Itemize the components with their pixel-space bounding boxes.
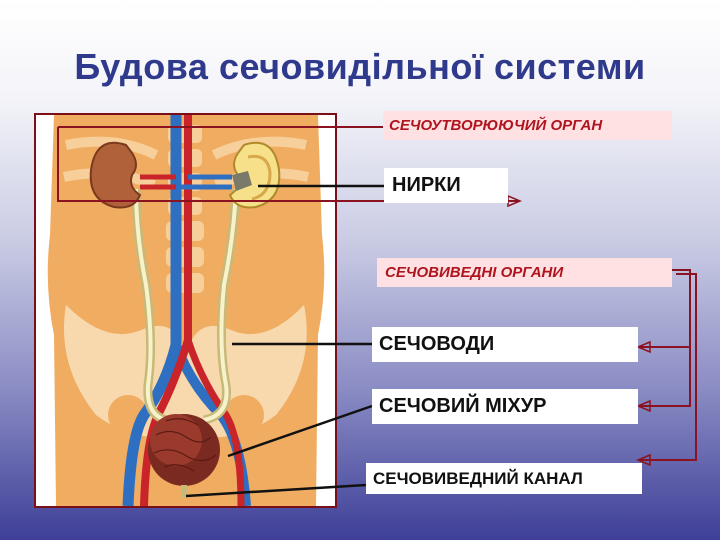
label-kidneys: НИРКИ [384, 168, 508, 203]
label-ureters: СЕЧОВОДИ [372, 327, 638, 362]
arrow-urethra [636, 453, 651, 467]
arrow-bladder [636, 399, 651, 413]
label-bladder: СЕЧОВИЙ МІХУР [372, 389, 638, 424]
urinary-system-illustration [34, 113, 337, 508]
arrow-kidneys [507, 194, 522, 208]
anatomy-drawing [36, 115, 335, 506]
category-excretory-organs: СЕЧОВИВЕДНІ ОРГАНИ [377, 258, 672, 287]
right-kidney [228, 141, 281, 209]
label-urethra: СЕЧОВИВЕДНИЙ КАНАЛ [366, 463, 642, 494]
category-forming-organ: СЕЧОУТВОРЮЮЧИЙ ОРГАН [383, 111, 672, 140]
arrow-ureters [636, 340, 651, 354]
left-kidney [89, 141, 142, 209]
slide-title: Будова сечовидільної системи [74, 46, 646, 87]
excretory-bracket [640, 269, 697, 461]
bladder-pointer [227, 404, 373, 458]
urethra-pointer [185, 483, 367, 498]
vena-cava [122, 115, 182, 506]
